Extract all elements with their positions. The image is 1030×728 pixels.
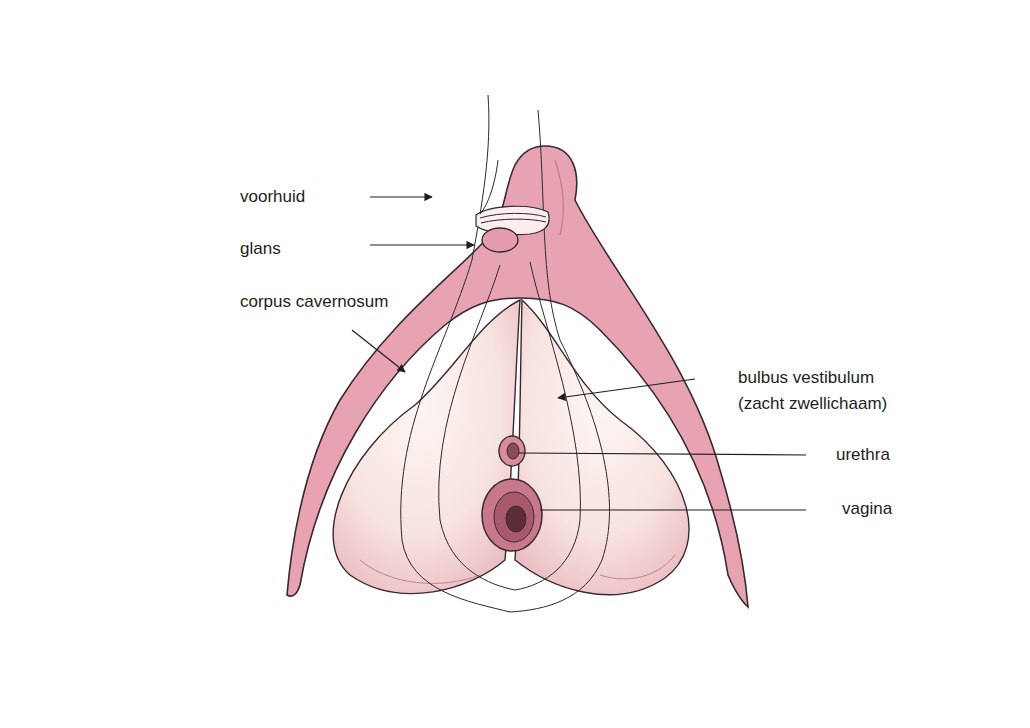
bulb-right xyxy=(515,300,689,595)
part-label: bulbus vestibulum (zacht zwellichaam) xyxy=(738,365,903,417)
part-label: corpus cavernosum xyxy=(240,289,388,315)
urethra-lumen xyxy=(507,443,519,459)
urethra-opening xyxy=(499,436,525,466)
leader-line xyxy=(370,196,432,197)
vulva-outline xyxy=(401,95,610,612)
leader-line xyxy=(540,509,806,510)
bulb-hatching xyxy=(360,555,675,583)
leader-line xyxy=(518,453,806,455)
bulb-left xyxy=(333,300,520,594)
part-label: urethra xyxy=(836,442,890,468)
glans-shape xyxy=(482,228,518,252)
vagina-rugae xyxy=(494,492,534,542)
leader-line xyxy=(352,330,405,372)
leader-line xyxy=(558,379,695,398)
shading-line xyxy=(555,160,563,235)
vagina-opening xyxy=(482,479,542,551)
leader-line xyxy=(370,244,474,245)
part-label: vagina xyxy=(842,496,892,522)
part-label: voorhuid xyxy=(240,184,305,210)
vagina-lumen xyxy=(506,506,526,532)
part-label: glans xyxy=(240,236,281,262)
corpus-cavernosum-shape xyxy=(287,146,748,607)
prepuce-folds xyxy=(480,160,546,223)
